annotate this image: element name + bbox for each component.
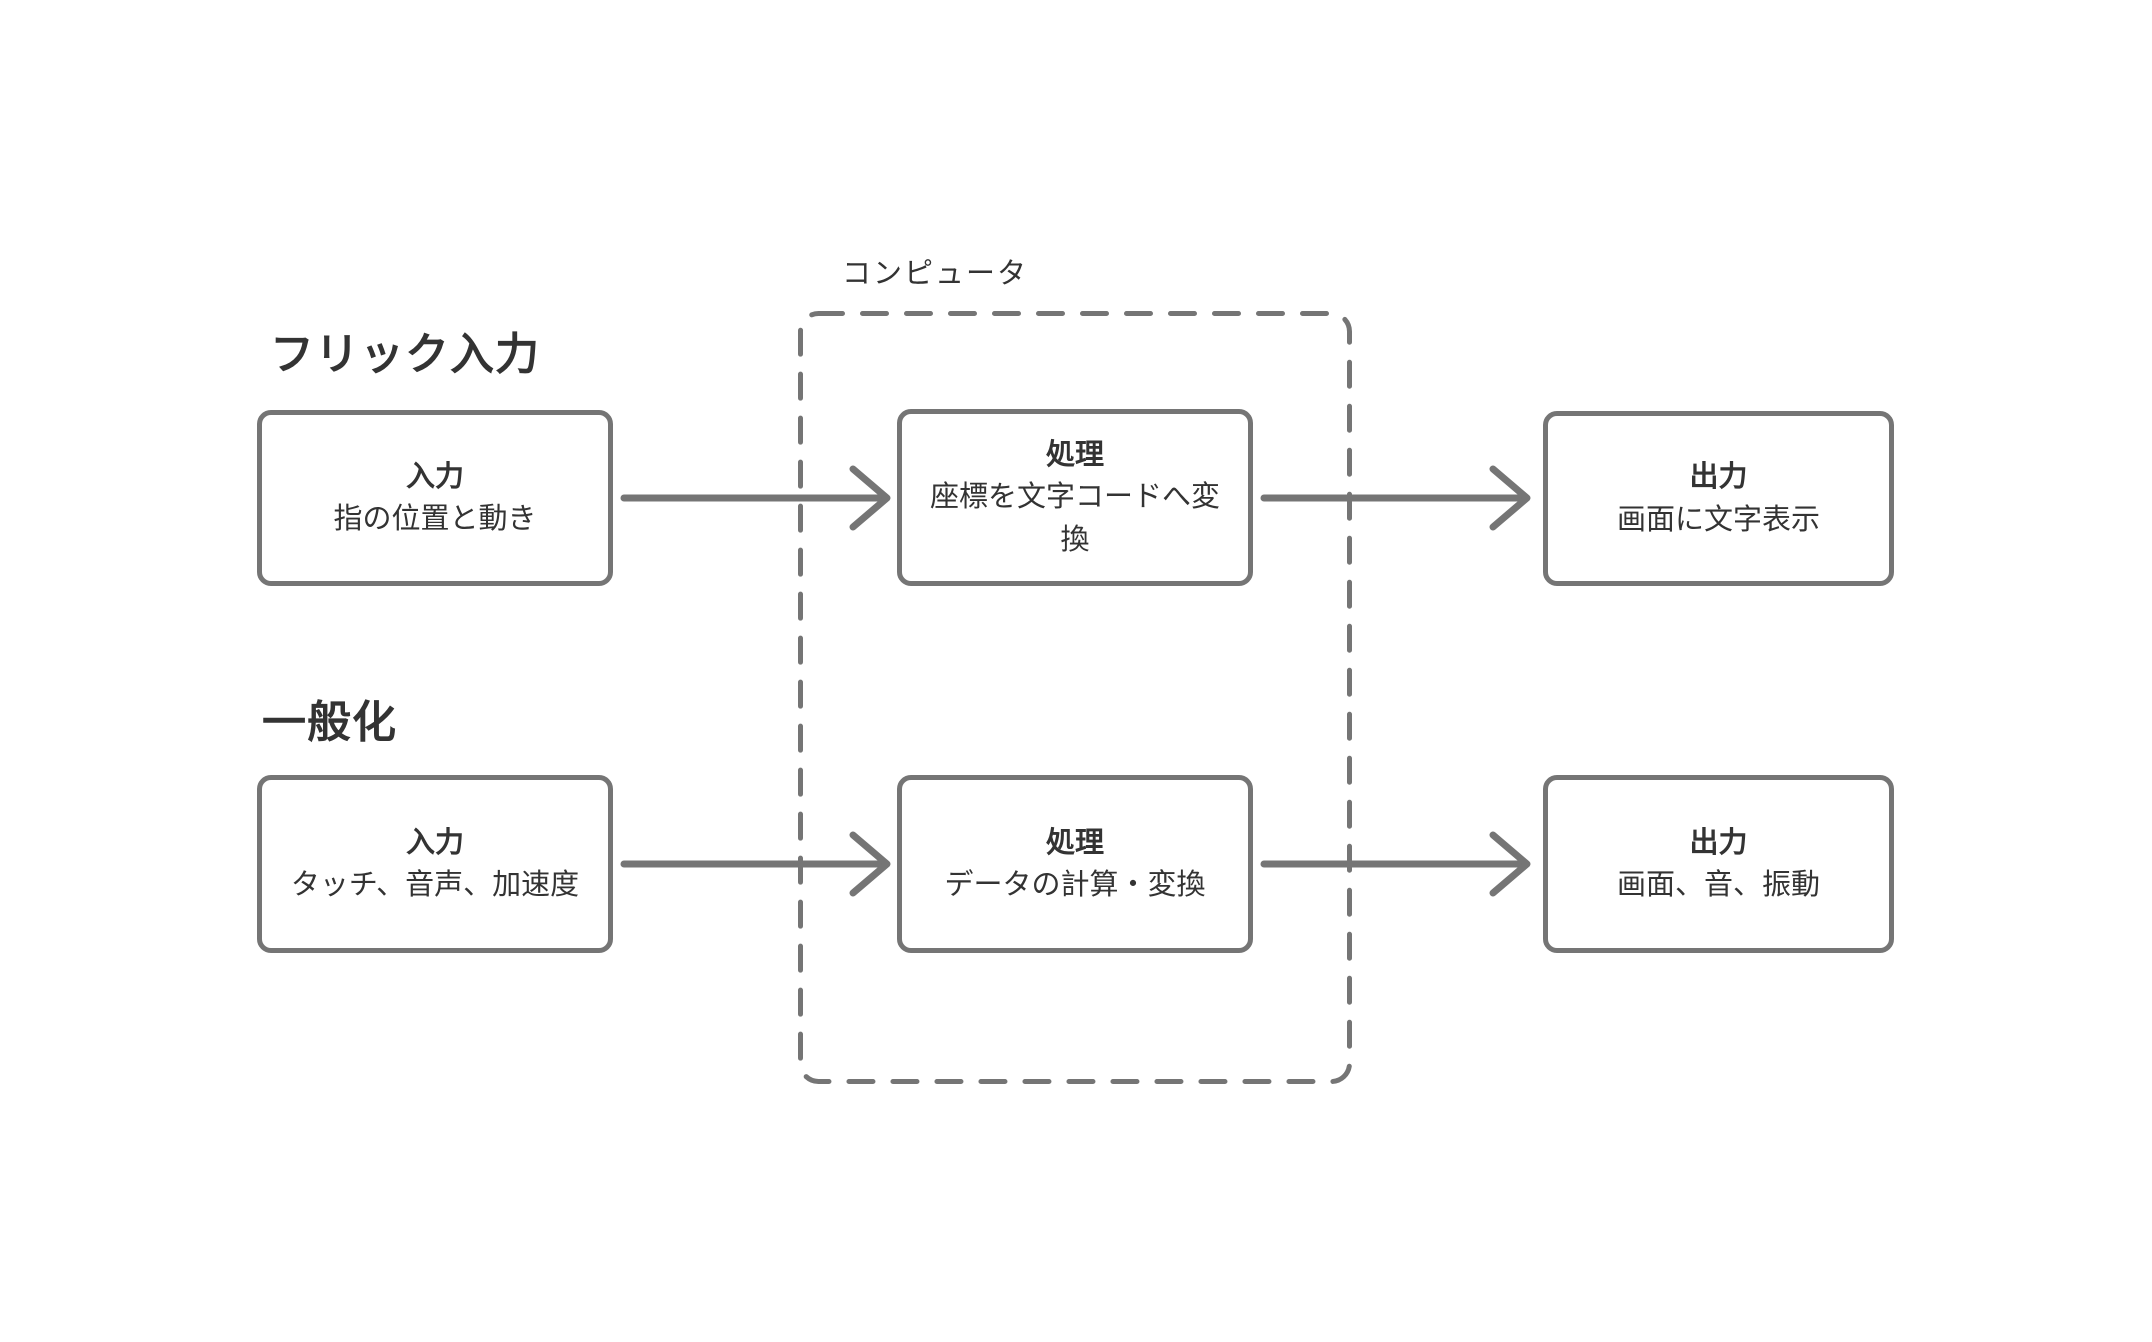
flick-input-box: 入力 指の位置と動き [257,410,613,586]
row-heading-flick-input: フリック入力 [270,330,540,379]
general-input-box: 入力 タッチ、音声、加速度 [257,775,613,953]
box-title: 処理 [1045,826,1104,859]
computer-group-dashed-border [798,311,1352,1084]
arrow-right-icon [620,831,891,897]
box-subtitle: 座標を文字コードへ変換 [929,481,1220,556]
arrow-right-icon [1260,465,1531,531]
box-title: 入力 [405,826,464,859]
general-output-box: 出力 画面、音、振動 [1543,775,1894,953]
box-title: 出力 [1689,826,1748,859]
flick-process-box: 処理 座標を文字コードへ変換 [897,409,1253,586]
box-subtitle: 指の位置と動き [333,503,537,535]
box-subtitle: 画面、音、振動 [1616,869,1820,901]
box-title: 処理 [1045,439,1104,472]
box-subtitle: 画面に文字表示 [1616,503,1820,536]
row-heading-generalization: 一般化 [262,698,397,747]
general-process-box: 処理 データの計算・変換 [897,775,1253,953]
arrow-right-icon [620,465,891,531]
box-title: 出力 [1689,461,1748,494]
box-subtitle: データの計算・変換 [944,869,1206,901]
computer-group-label: コンピュータ [842,258,1029,290]
box-subtitle: タッチ、音声、加速度 [290,869,580,901]
arrow-right-icon [1260,831,1531,897]
box-title: 入力 [405,460,464,493]
flick-output-box: 出力 画面に文字表示 [1543,411,1894,586]
